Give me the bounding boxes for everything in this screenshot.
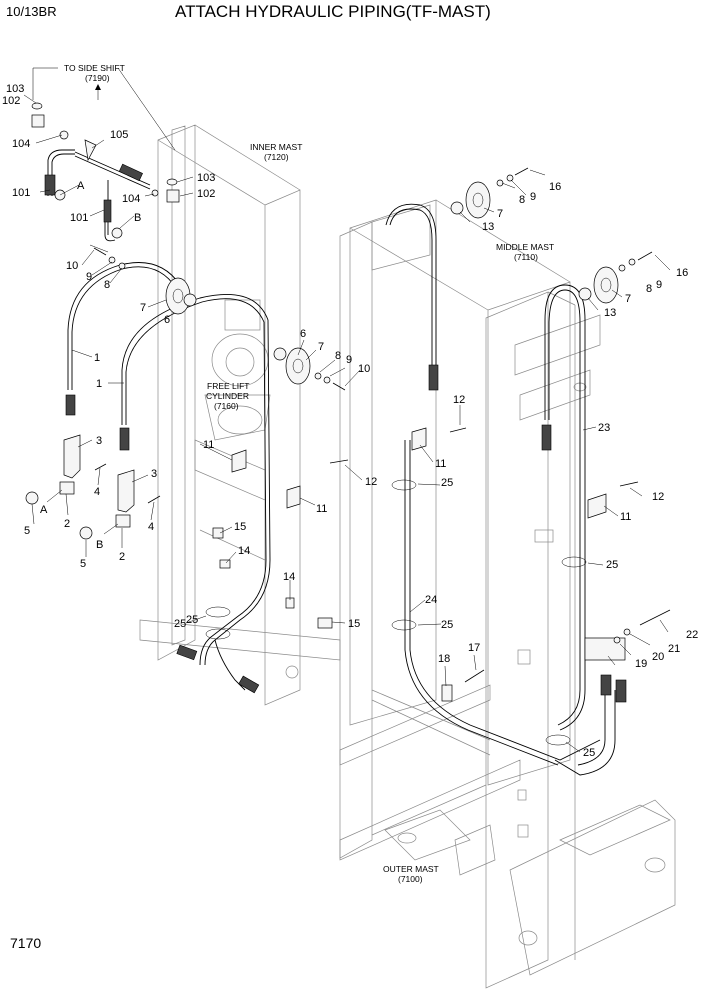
callout: 104 bbox=[12, 138, 30, 150]
callout: 102 bbox=[197, 188, 215, 200]
callout: 24 bbox=[425, 594, 437, 606]
callout: B bbox=[134, 212, 141, 224]
callout: 105 bbox=[110, 129, 128, 141]
callout: 4 bbox=[94, 486, 100, 498]
label-middle-mast-ref: (7110) bbox=[514, 252, 538, 262]
callout: 16 bbox=[549, 181, 561, 193]
label-free-lift: FREE LIFT bbox=[207, 381, 250, 391]
callout: 3 bbox=[96, 435, 102, 447]
callout: 5 bbox=[80, 558, 86, 570]
callout: 103 bbox=[6, 83, 24, 95]
page-title: ATTACH HYDRAULIC PIPING(TF-MAST) bbox=[175, 2, 491, 21]
callout: 25 bbox=[606, 559, 618, 571]
callout: A bbox=[77, 180, 85, 192]
callout: 8 bbox=[104, 279, 110, 291]
free-lift-cylinder bbox=[204, 299, 271, 441]
callout: 8 bbox=[646, 283, 652, 295]
callout: 103 bbox=[197, 172, 215, 184]
label-free-lift-ref: (7160) bbox=[214, 401, 239, 411]
callout: 22 bbox=[686, 629, 698, 641]
callout: 7 bbox=[497, 208, 503, 220]
callout: 6 bbox=[164, 314, 170, 326]
label-to-side-shift-ref: (7190) bbox=[85, 73, 110, 83]
callout: 7 bbox=[318, 341, 324, 353]
callout: 25 bbox=[186, 614, 198, 626]
callout: 3 bbox=[151, 468, 157, 480]
label-outer-mast-ref: (7100) bbox=[398, 874, 423, 884]
callout: A bbox=[40, 504, 48, 516]
callout: 21 bbox=[668, 643, 680, 655]
callout: 6 bbox=[300, 328, 306, 340]
callout: 7 bbox=[625, 293, 631, 305]
callout: 104 bbox=[122, 193, 140, 205]
label-middle-mast: MIDDLE MAST bbox=[496, 242, 554, 252]
callout: 19 bbox=[635, 658, 647, 670]
callout: 5 bbox=[24, 525, 30, 537]
callout: 8 bbox=[519, 194, 525, 206]
callout-numbers: 103 102 104 105 101 A 104 101 B 103 102 … bbox=[2, 83, 698, 759]
callout: 8 bbox=[335, 350, 341, 362]
callout: 18 bbox=[438, 653, 450, 665]
callout: 25 bbox=[174, 618, 186, 630]
callout: 12 bbox=[365, 476, 377, 488]
callout: 2 bbox=[64, 518, 70, 530]
callout: 12 bbox=[652, 491, 664, 503]
assembly-labels: TO SIDE SHIFT (7190) INNER MAST (7120) M… bbox=[64, 63, 554, 884]
callout: B bbox=[96, 539, 103, 551]
callout: 12 bbox=[453, 394, 465, 406]
callout: 10 bbox=[358, 363, 370, 375]
callout: 16 bbox=[676, 267, 688, 279]
callout: 17 bbox=[468, 642, 480, 654]
label-to-side-shift: TO SIDE SHIFT bbox=[64, 63, 125, 73]
callout: 11 bbox=[316, 503, 327, 515]
callout: 10 bbox=[66, 260, 78, 272]
callout: 13 bbox=[604, 307, 616, 319]
small-parts bbox=[25, 102, 671, 746]
callout: 15 bbox=[234, 521, 246, 533]
callout: 14 bbox=[238, 545, 250, 557]
callout: 102 bbox=[2, 95, 20, 107]
callout: 11 bbox=[203, 439, 214, 451]
outer-mast-frame bbox=[339, 204, 676, 989]
callout: 101 bbox=[12, 187, 30, 199]
label-inner-mast: INNER MAST bbox=[250, 142, 302, 152]
callout: 101 bbox=[70, 212, 88, 224]
callout: 2 bbox=[119, 551, 125, 563]
model-code: 10/13BR bbox=[6, 4, 57, 19]
callout: 25 bbox=[441, 619, 453, 631]
leader-lines bbox=[23, 67, 671, 753]
callout: 25 bbox=[441, 477, 453, 489]
callout: 4 bbox=[148, 521, 154, 533]
page-number: 7170 bbox=[10, 935, 41, 951]
callout: 7 bbox=[140, 302, 146, 314]
callout: 9 bbox=[530, 191, 536, 203]
label-free-lift-cylinder: CYLINDER bbox=[206, 391, 249, 401]
callout: 11 bbox=[620, 511, 631, 523]
callout: 20 bbox=[652, 651, 664, 663]
callout: 15 bbox=[348, 618, 360, 630]
middle-mast-frame bbox=[349, 199, 601, 786]
inner-mast-frame bbox=[139, 124, 341, 706]
label-inner-mast-ref: (7120) bbox=[264, 152, 289, 162]
callout: 23 bbox=[598, 422, 610, 434]
callout: 1 bbox=[96, 378, 102, 390]
callout: 9 bbox=[346, 354, 352, 366]
callout: 13 bbox=[482, 221, 494, 233]
label-outer-mast: OUTER MAST bbox=[383, 864, 439, 874]
callout: 1 bbox=[94, 352, 100, 364]
callout: 25 bbox=[583, 747, 595, 759]
callout: 11 bbox=[435, 458, 446, 470]
callout: 14 bbox=[283, 571, 295, 583]
callout: 9 bbox=[86, 271, 92, 283]
callout: 9 bbox=[656, 279, 662, 291]
